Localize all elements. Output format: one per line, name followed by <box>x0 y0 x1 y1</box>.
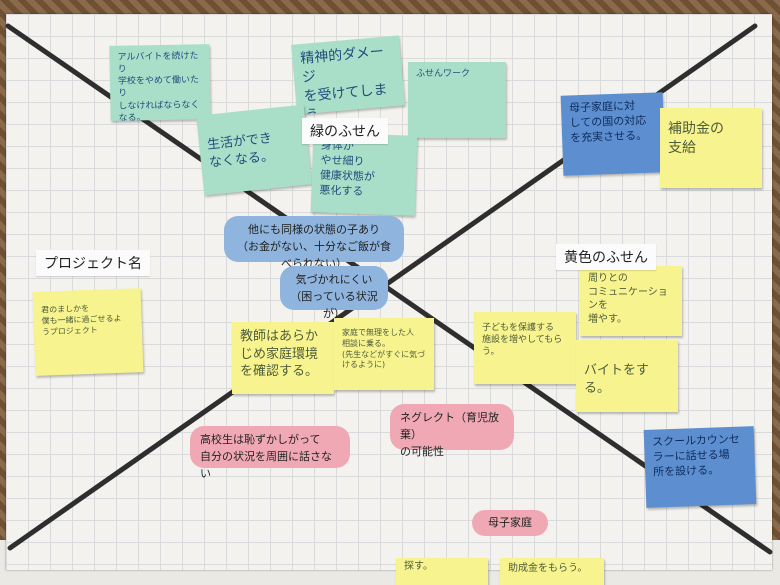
pill-neglect-possibility: ネグレクト（育児放棄） の可能性 <box>390 404 514 458</box>
green-note-fusen-work: ふせんワーク <box>408 62 506 138</box>
yellow-note-subsidy: 補助金の 支給 <box>660 108 762 188</box>
yellow-note-project-title: 君のましかを 僕も一緒に過ごせるよ うプロジェクト <box>32 288 144 376</box>
pill-highschool-ashamed: 高校生は恥ずかしがって 自分の状況を周囲に話さない <box>190 426 350 480</box>
blue-note-school-counselor: スクールカウンセ ラーに話せる場 所を設ける。 <box>643 426 757 508</box>
yellow-note-shelters: 子どもを保護する 施設を増やしてもらう。 <box>474 312 576 384</box>
yellow-note-communication: 周りとの コミュニケーションを 増やす。 <box>580 266 682 336</box>
green-note-health: 身体が やせ細り 健康状態が 悪化する <box>310 132 418 216</box>
pill-other-children-similar: 他にも同様の状態の子あり （お金がない、十分なご飯が食べられない） <box>224 216 404 270</box>
yellow-note-bottom-grant: 助成金をもらう。 <box>500 558 604 585</box>
blue-note-government-support: 母子家庭に対 しての国の対応 を充実させる。 <box>560 92 666 176</box>
label-project-name: プロジェクト名 <box>36 250 150 276</box>
yellow-note-home-consultation: 家庭で無理をした人 相談に乗る。 (先生などがすぐに気づけるように) <box>334 318 434 390</box>
green-note-mental-damage: 精神的ダメージ を受けてしまう。 <box>291 35 405 115</box>
label-yellow-notes: 黄色のふせん <box>556 244 656 270</box>
pill-single-mother-family: 母子家庭 <box>472 510 548 536</box>
label-green-notes: 緑のふせん <box>302 118 388 144</box>
yellow-note-bottom-search: 探す。 <box>396 558 488 585</box>
green-note-cannot-live: 生活ができ なくなる。 <box>196 104 312 196</box>
yellow-note-teacher-check: 教師はあらか じめ家庭環境 を確認する。 <box>232 322 334 394</box>
pill-hard-to-notice: 気づかれにくい （困っている状況が） <box>280 266 388 320</box>
green-note-parttime: アルバイトを続けたり 学校をやめて働いたり しなければならなくなる。 <box>109 44 211 121</box>
yellow-note-parttime-job: バイトをする。 <box>576 340 678 412</box>
